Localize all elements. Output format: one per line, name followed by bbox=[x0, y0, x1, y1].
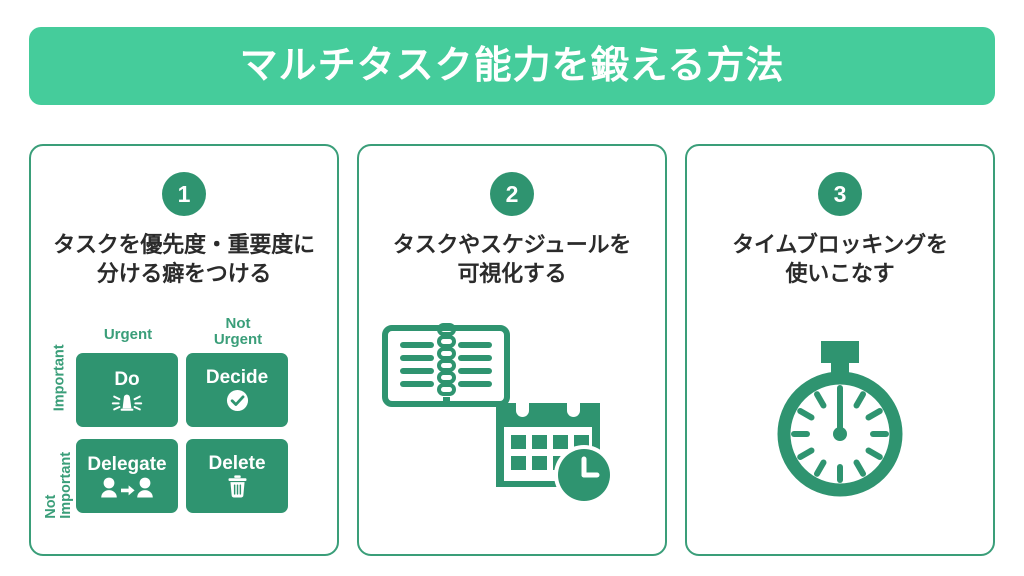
step-title-3: タイムブロッキングを 使いこなす bbox=[732, 232, 948, 287]
matrix-cell-label-delete: Delete bbox=[208, 453, 266, 475]
calendar-clock-icon bbox=[490, 383, 618, 512]
matrix-cell-label-do: Do bbox=[114, 368, 140, 390]
planner-illustration bbox=[382, 321, 642, 521]
step-visual-2 bbox=[359, 289, 665, 554]
matrix-cell-do[interactable]: Do bbox=[76, 353, 178, 428]
step-visual-3 bbox=[687, 289, 993, 554]
step-number-badge-1: 1 bbox=[162, 172, 206, 216]
step-number-badge-2: 2 bbox=[490, 172, 534, 216]
step-card-1: 1 タスクを優先度・重要度に 分ける癖をつける Urgent Not Urgen… bbox=[29, 144, 339, 556]
header-banner: マルチタスク能力を鍛える方法 bbox=[29, 27, 995, 105]
matrix-row-label-not-important: Not Important bbox=[43, 452, 74, 520]
steps-container: 1 タスクを優先度・重要度に 分ける癖をつける Urgent Not Urgen… bbox=[29, 144, 995, 556]
step-title-1: タスクを優先度・重要度に 分ける癖をつける bbox=[53, 232, 315, 287]
step-card-3: 3 タイムブロッキングを 使いこなす bbox=[685, 144, 995, 556]
matrix-cell-delegate[interactable]: Delegate bbox=[76, 439, 178, 514]
step-card-2: 2 タスクやスケジュールを 可視化する bbox=[357, 144, 667, 556]
step-visual-1: Urgent Not Urgent Important Not Importan… bbox=[31, 289, 337, 554]
matrix-cell-decide[interactable]: Decide bbox=[186, 353, 288, 428]
siren-icon bbox=[106, 391, 148, 411]
matrix-cell-label-delegate: Delegate bbox=[87, 453, 167, 475]
matrix-cell-delete[interactable]: Delete bbox=[186, 439, 288, 514]
person-to-person-icon bbox=[99, 476, 155, 498]
check-circle-icon bbox=[226, 389, 249, 412]
trash-icon bbox=[227, 475, 248, 498]
stopwatch-icon bbox=[765, 335, 915, 504]
matrix-row-label-important: Important bbox=[51, 344, 68, 412]
step-title-2: タスクやスケジュールを 可視化する bbox=[392, 232, 632, 287]
matrix-column-label-not-urgent: Not Urgent bbox=[213, 315, 263, 348]
step-number-badge-3: 3 bbox=[818, 172, 862, 216]
matrix-column-label-urgent: Urgent bbox=[103, 326, 153, 344]
open-notebook-icon bbox=[382, 323, 510, 414]
matrix-cell-label-decide: Decide bbox=[205, 367, 269, 389]
page-title: マルチタスク能力を鍛える方法 bbox=[239, 45, 785, 87]
eisenhower-matrix: Urgent Not Urgent Important Not Importan… bbox=[43, 315, 320, 519]
